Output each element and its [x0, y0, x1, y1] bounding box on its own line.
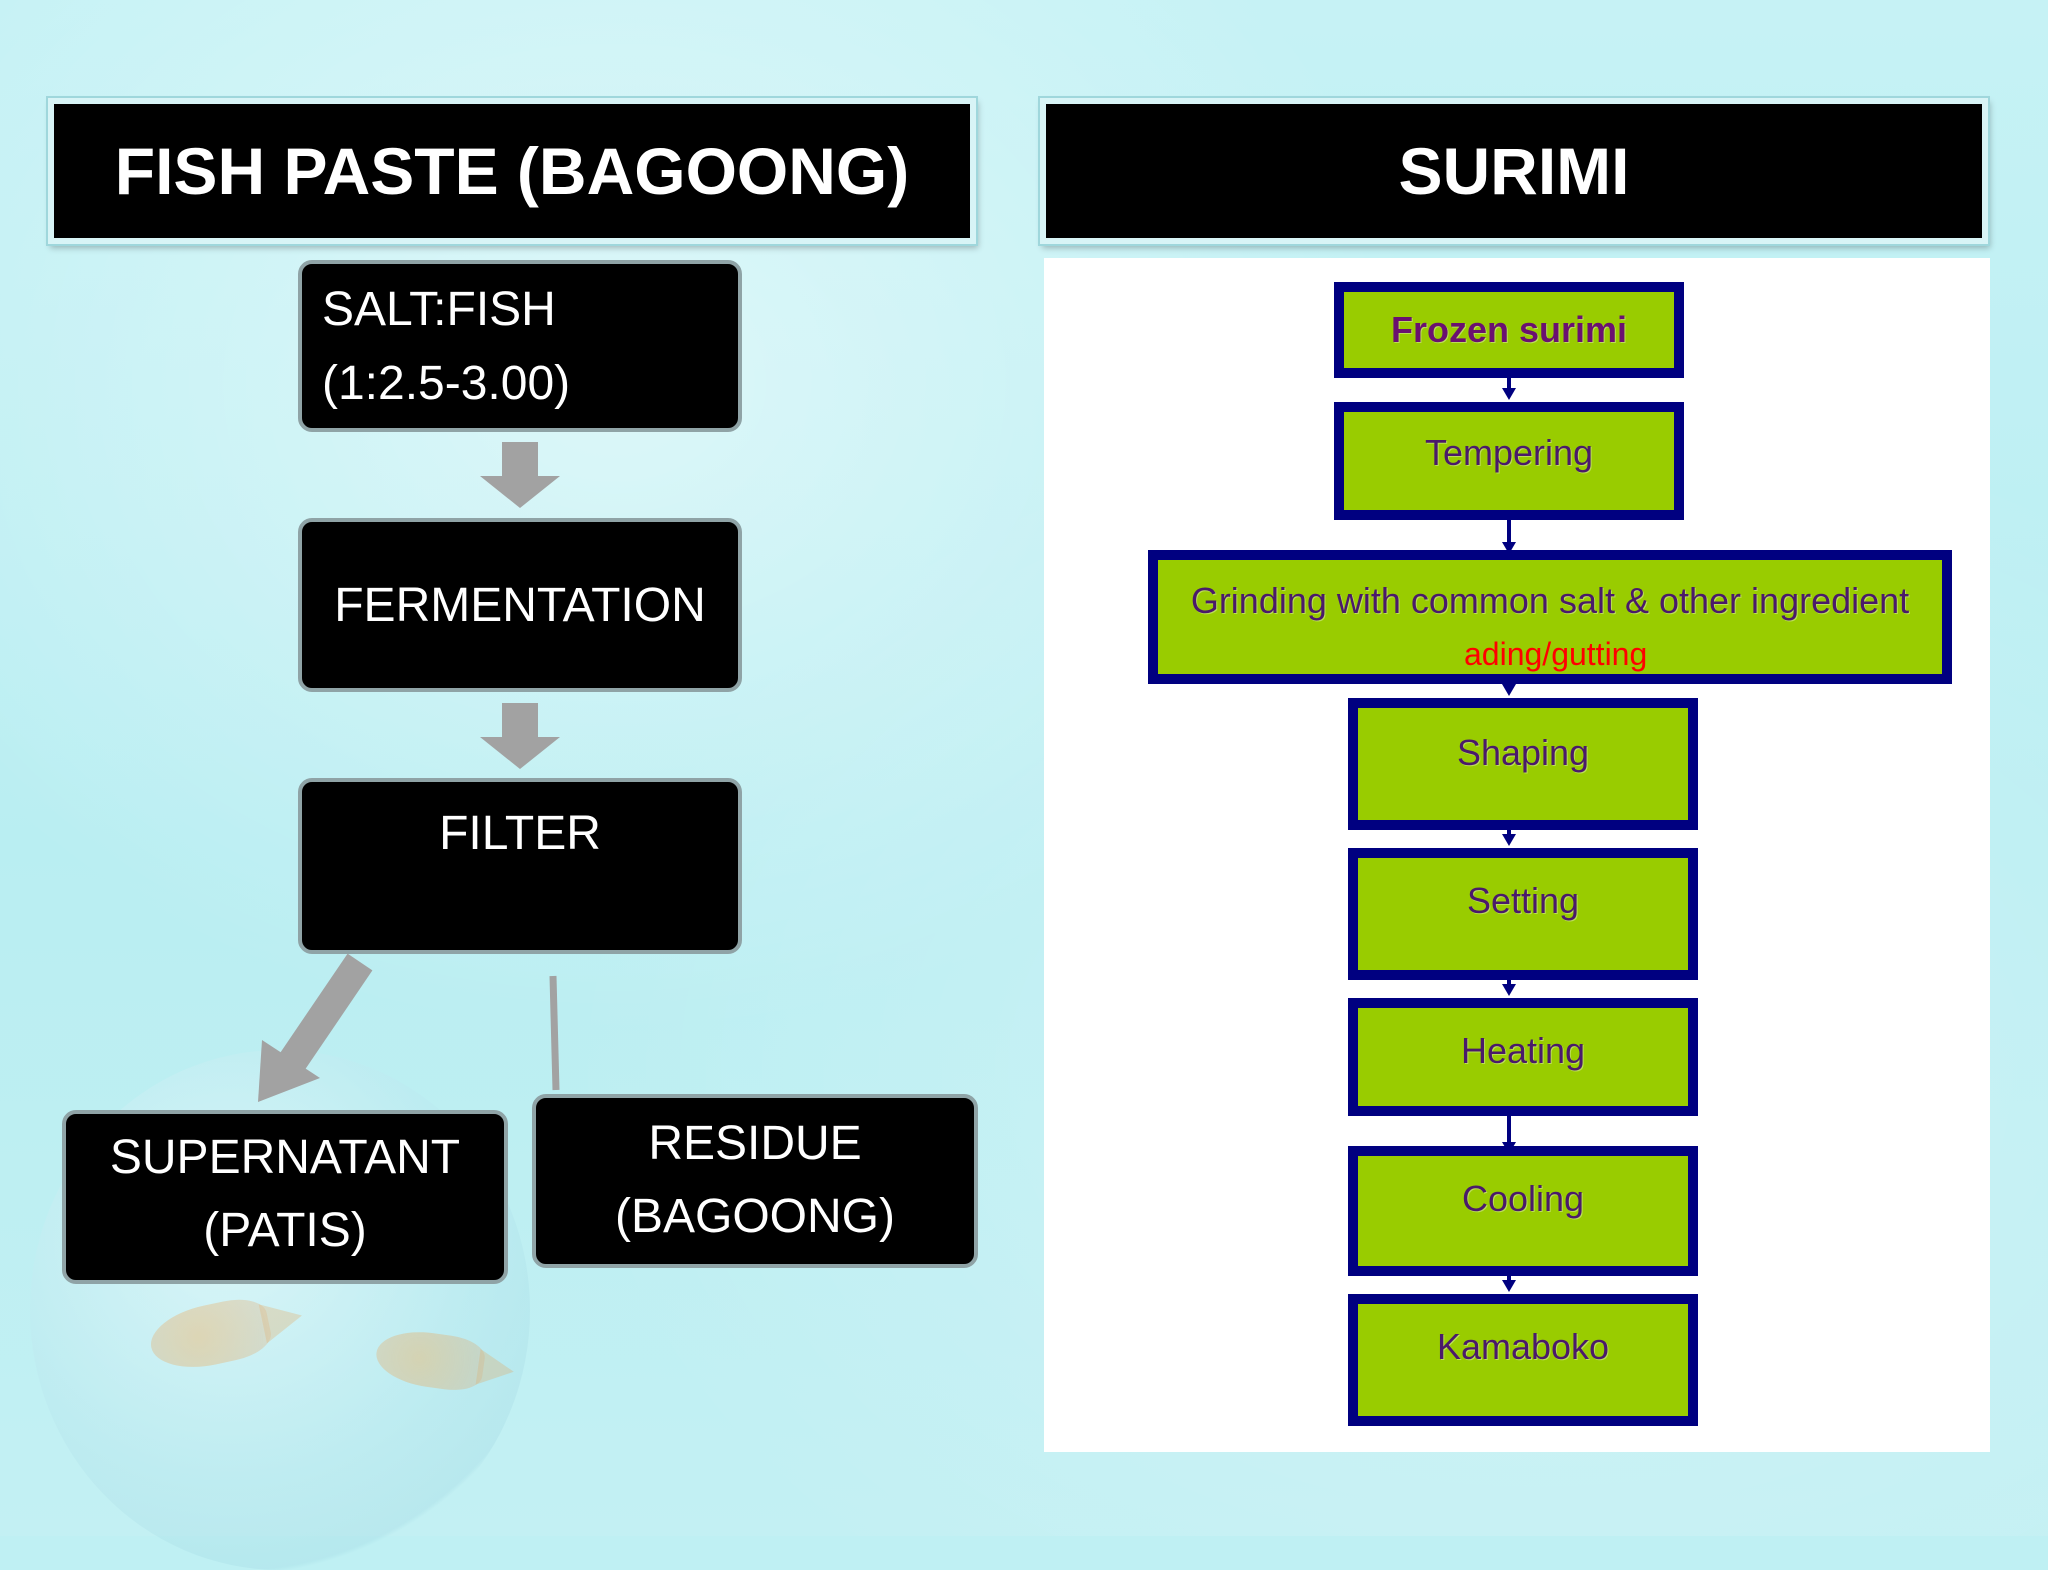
- filter-label: FILTER: [439, 807, 601, 860]
- overlay-adding-gutting-text: ading/gutting: [1464, 636, 1648, 672]
- step-tempering: Tempering: [1334, 402, 1684, 520]
- supernatant-label: SUPERNATANT: [109, 1131, 461, 1184]
- connector-arrow-icon: [1502, 984, 1516, 996]
- ratio-value: (1:2.5-3.00): [322, 357, 571, 410]
- salt-fish-ratio-box: SALT:FISH (1:2.5-3.00): [298, 260, 742, 432]
- step-setting-label: Setting: [1466, 880, 1580, 921]
- step-kamaboko-label: Kamaboko: [1436, 1326, 1610, 1367]
- connector-arrow-icon: [1502, 684, 1516, 696]
- diagonal-arrow-shaft: [275, 953, 373, 1077]
- step-heating-label: Heating: [1460, 1030, 1586, 1071]
- step-frozen-surimi: Frozen surimi: [1334, 282, 1684, 378]
- step-grinding: Grinding with common salt & other ingred…: [1148, 550, 1952, 684]
- step-frozen-surimi-label: Frozen surimi: [1390, 309, 1628, 350]
- diagonal-arrow-head: [258, 1040, 320, 1102]
- step-cooling: Cooling: [1348, 1146, 1698, 1276]
- step-kamaboko: Kamaboko: [1348, 1294, 1698, 1426]
- residue-box: RESIDUE (BAGOONG): [532, 1094, 978, 1268]
- step-tempering-label: Tempering: [1424, 432, 1594, 473]
- step-shaping: Shaping: [1348, 698, 1698, 830]
- connector-arrow-icon: [1502, 834, 1516, 846]
- residue-label: RESIDUE: [648, 1117, 862, 1170]
- step-cooling-label: Cooling: [1461, 1178, 1585, 1219]
- step-heating: Heating: [1348, 998, 1698, 1116]
- supernatant-box: SUPERNATANT (PATIS): [62, 1110, 508, 1284]
- filter-branch-arrows: [258, 953, 560, 1102]
- salt-fish-label: SALT:FISH: [322, 283, 556, 336]
- connector-arrow-icon: [1502, 1280, 1516, 1292]
- surimi-title: SURIMI: [1040, 98, 1988, 244]
- filter-box: FILTER: [298, 778, 742, 954]
- bagoong-label: (BAGOONG): [614, 1190, 895, 1243]
- fermentation-box: FERMENTATION: [298, 518, 742, 692]
- step-setting: Setting: [1348, 848, 1698, 980]
- step-shaping-label: Shaping: [1456, 732, 1590, 773]
- connector-arrow-icon: [1502, 388, 1516, 400]
- step-grinding-label: Grinding with common salt & other ingred…: [1190, 580, 1910, 621]
- fish-paste-title-text: FISH PASTE (BAGOONG): [114, 134, 910, 208]
- vertical-arrow-line: [549, 975, 560, 1091]
- patis-label: (PATIS): [203, 1204, 367, 1257]
- down-arrow-icon: [480, 703, 560, 769]
- fermentation-label: FERMENTATION: [334, 578, 706, 632]
- fish-paste-title: FISH PASTE (BAGOONG): [48, 98, 976, 244]
- surimi-title-text: SURIMI: [1398, 134, 1630, 208]
- down-arrow-icon: [480, 442, 560, 508]
- surimi-flowchart-panel: Frozen surimi Tempering Grinding with co…: [1044, 258, 1990, 1452]
